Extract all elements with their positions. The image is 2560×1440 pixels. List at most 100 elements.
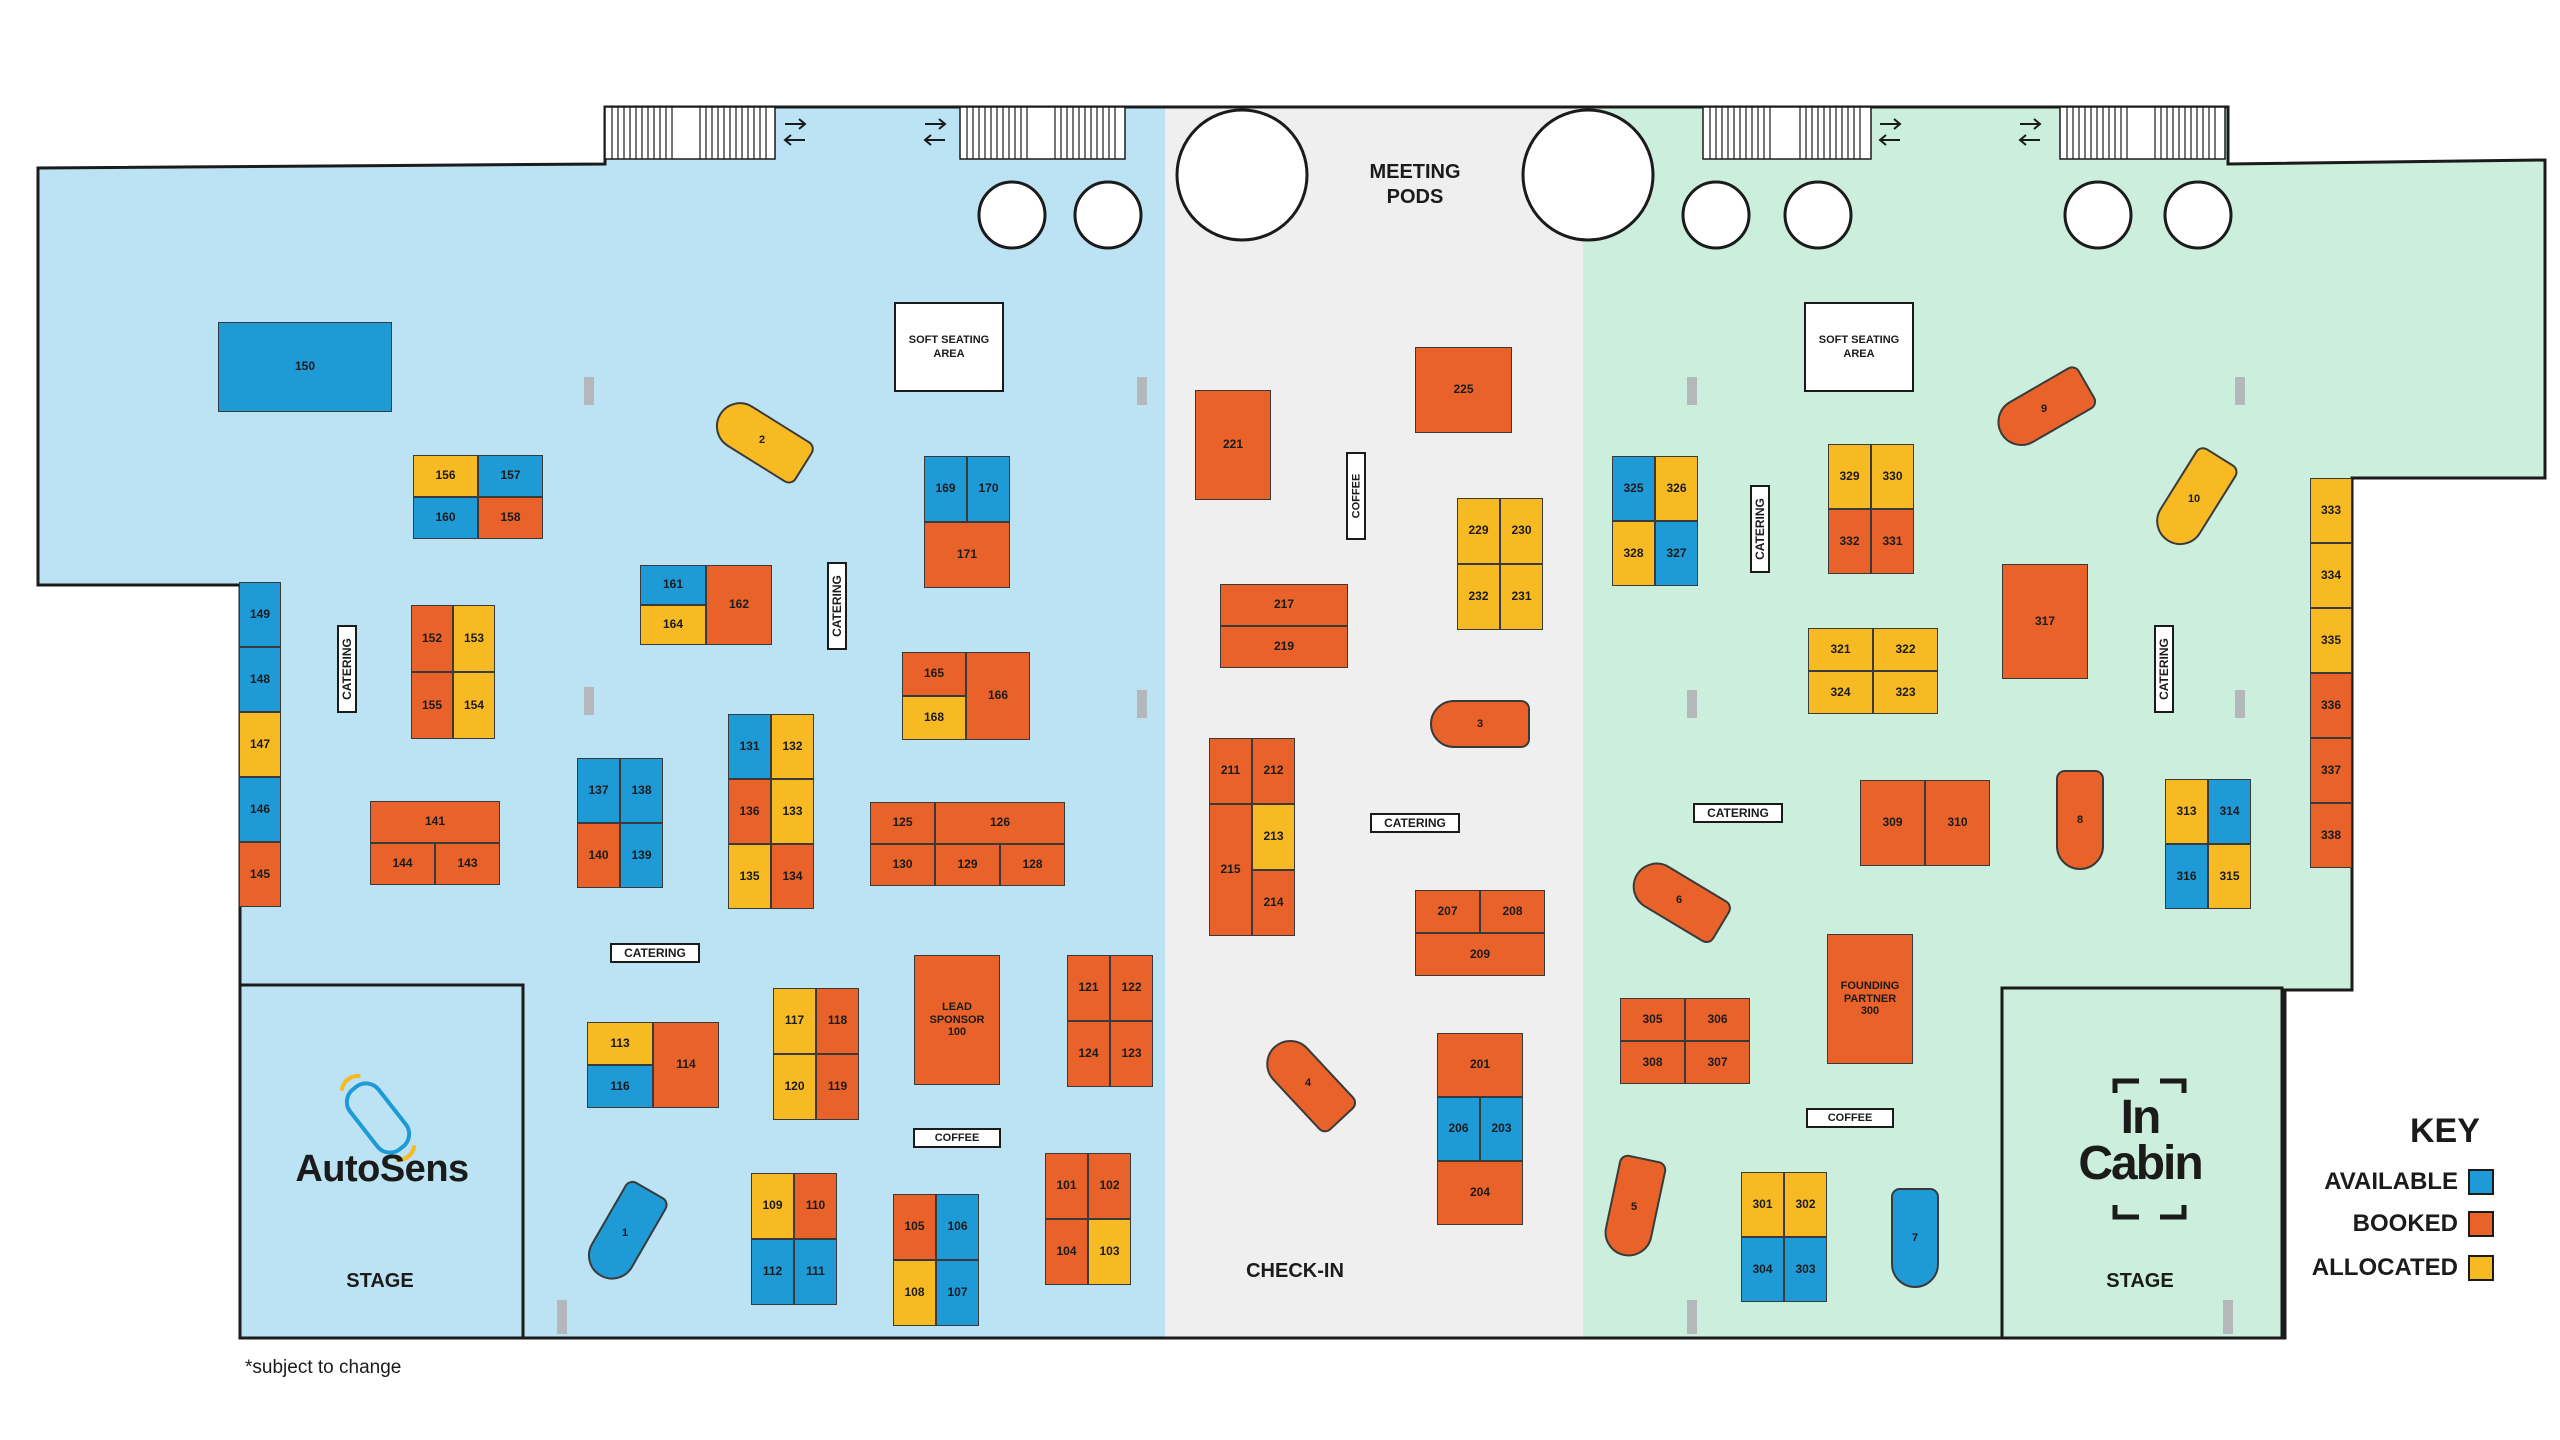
booth-334[interactable]: 334 <box>2310 543 2352 608</box>
booth-125[interactable]: 125 <box>870 802 935 844</box>
booth-155[interactable]: 155 <box>411 672 453 739</box>
booth-141[interactable]: 141 <box>370 801 500 843</box>
booth-338[interactable]: 338 <box>2310 803 2352 868</box>
booth-325[interactable]: 325 <box>1612 456 1655 521</box>
booth-230[interactable]: 230 <box>1500 498 1543 564</box>
booth-105[interactable]: 105 <box>893 1194 936 1260</box>
booth-313[interactable]: 313 <box>2165 779 2208 844</box>
booth-131[interactable]: 131 <box>728 714 771 779</box>
booth-107[interactable]: 107 <box>936 1260 979 1326</box>
booth-161[interactable]: 161 <box>640 565 706 605</box>
booth-140[interactable]: 140 <box>577 823 620 888</box>
booth-171[interactable]: 171 <box>924 522 1010 588</box>
booth-212[interactable]: 212 <box>1252 738 1295 804</box>
booth-149[interactable]: 149 <box>239 582 281 647</box>
booth-lead-sponsor-100[interactable]: LEAD SPONSOR 100 <box>914 955 1000 1085</box>
booth-112[interactable]: 112 <box>751 1239 794 1305</box>
booth-211[interactable]: 211 <box>1209 738 1252 804</box>
booth-213[interactable]: 213 <box>1252 804 1295 870</box>
booth-310[interactable]: 310 <box>1925 780 1990 866</box>
booth-229[interactable]: 229 <box>1457 498 1500 564</box>
booth-150[interactable]: 150 <box>218 322 392 412</box>
booth-315[interactable]: 315 <box>2208 844 2251 909</box>
booth-135[interactable]: 135 <box>728 844 771 909</box>
booth-214[interactable]: 214 <box>1252 870 1295 936</box>
booth-333[interactable]: 333 <box>2310 478 2352 543</box>
booth-152[interactable]: 152 <box>411 605 453 672</box>
booth-158[interactable]: 158 <box>478 497 543 539</box>
booth-139[interactable]: 139 <box>620 823 663 888</box>
booth-132[interactable]: 132 <box>771 714 814 779</box>
booth-124[interactable]: 124 <box>1067 1021 1110 1087</box>
booth-109[interactable]: 109 <box>751 1173 794 1239</box>
booth-128[interactable]: 128 <box>1000 844 1065 886</box>
booth-336[interactable]: 336 <box>2310 673 2352 738</box>
booth-117[interactable]: 117 <box>773 988 816 1054</box>
car-display-3[interactable]: 3 <box>1430 700 1530 748</box>
booth-133[interactable]: 133 <box>771 779 814 844</box>
booth-134[interactable]: 134 <box>771 844 814 909</box>
booth-303[interactable]: 303 <box>1784 1237 1827 1302</box>
booth-165[interactable]: 165 <box>902 652 966 696</box>
booth-225[interactable]: 225 <box>1415 347 1512 433</box>
booth-118[interactable]: 118 <box>816 988 859 1054</box>
booth-153[interactable]: 153 <box>453 605 495 672</box>
booth-330[interactable]: 330 <box>1871 444 1914 509</box>
booth-145[interactable]: 145 <box>239 842 281 907</box>
booth-123[interactable]: 123 <box>1110 1021 1153 1087</box>
booth-126[interactable]: 126 <box>935 802 1065 844</box>
booth-323[interactable]: 323 <box>1873 671 1938 714</box>
booth-221[interactable]: 221 <box>1195 390 1271 500</box>
booth-317[interactable]: 317 <box>2002 564 2088 679</box>
booth-156[interactable]: 156 <box>413 455 478 497</box>
booth-326[interactable]: 326 <box>1655 456 1698 521</box>
booth-316[interactable]: 316 <box>2165 844 2208 909</box>
booth-169[interactable]: 169 <box>924 456 967 522</box>
booth-147[interactable]: 147 <box>239 712 281 777</box>
booth-203[interactable]: 203 <box>1480 1097 1523 1161</box>
booth-321[interactable]: 321 <box>1808 628 1873 671</box>
booth-108[interactable]: 108 <box>893 1260 936 1326</box>
booth-170[interactable]: 170 <box>967 456 1010 522</box>
booth-232[interactable]: 232 <box>1457 564 1500 630</box>
booth-130[interactable]: 130 <box>870 844 935 886</box>
booth-122[interactable]: 122 <box>1110 955 1153 1021</box>
booth-116[interactable]: 116 <box>587 1065 653 1108</box>
booth-110[interactable]: 110 <box>794 1173 837 1239</box>
booth-157[interactable]: 157 <box>478 455 543 497</box>
booth-335[interactable]: 335 <box>2310 608 2352 673</box>
booth-301[interactable]: 301 <box>1741 1172 1784 1237</box>
booth-104[interactable]: 104 <box>1045 1219 1088 1285</box>
booth-121[interactable]: 121 <box>1067 955 1110 1021</box>
booth-215[interactable]: 215 <box>1209 804 1252 936</box>
booth-204[interactable]: 204 <box>1437 1161 1523 1225</box>
booth-101[interactable]: 101 <box>1045 1153 1088 1219</box>
booth-207[interactable]: 207 <box>1415 890 1480 933</box>
booth-129[interactable]: 129 <box>935 844 1000 886</box>
booth-102[interactable]: 102 <box>1088 1153 1131 1219</box>
booth-103[interactable]: 103 <box>1088 1219 1131 1285</box>
booth-231[interactable]: 231 <box>1500 564 1543 630</box>
booth-322[interactable]: 322 <box>1873 628 1938 671</box>
booth-307[interactable]: 307 <box>1685 1041 1750 1084</box>
booth-309[interactable]: 309 <box>1860 780 1925 866</box>
booth-206[interactable]: 206 <box>1437 1097 1480 1161</box>
booth-106[interactable]: 106 <box>936 1194 979 1260</box>
booth-308[interactable]: 308 <box>1620 1041 1685 1084</box>
booth-148[interactable]: 148 <box>239 647 281 712</box>
booth-120[interactable]: 120 <box>773 1054 816 1120</box>
booth-304[interactable]: 304 <box>1741 1237 1784 1302</box>
booth-327[interactable]: 327 <box>1655 521 1698 586</box>
booth-332[interactable]: 332 <box>1828 509 1871 574</box>
booth-209[interactable]: 209 <box>1415 933 1545 976</box>
booth-166[interactable]: 166 <box>966 652 1030 740</box>
booth-337[interactable]: 337 <box>2310 738 2352 803</box>
booth-146[interactable]: 146 <box>239 777 281 842</box>
booth-217[interactable]: 217 <box>1220 584 1348 626</box>
booth-168[interactable]: 168 <box>902 696 966 740</box>
booth-137[interactable]: 137 <box>577 758 620 823</box>
car-display-8[interactable]: 8 <box>2056 770 2104 870</box>
booth-162[interactable]: 162 <box>706 565 772 645</box>
booth-119[interactable]: 119 <box>816 1054 859 1120</box>
booth-154[interactable]: 154 <box>453 672 495 739</box>
